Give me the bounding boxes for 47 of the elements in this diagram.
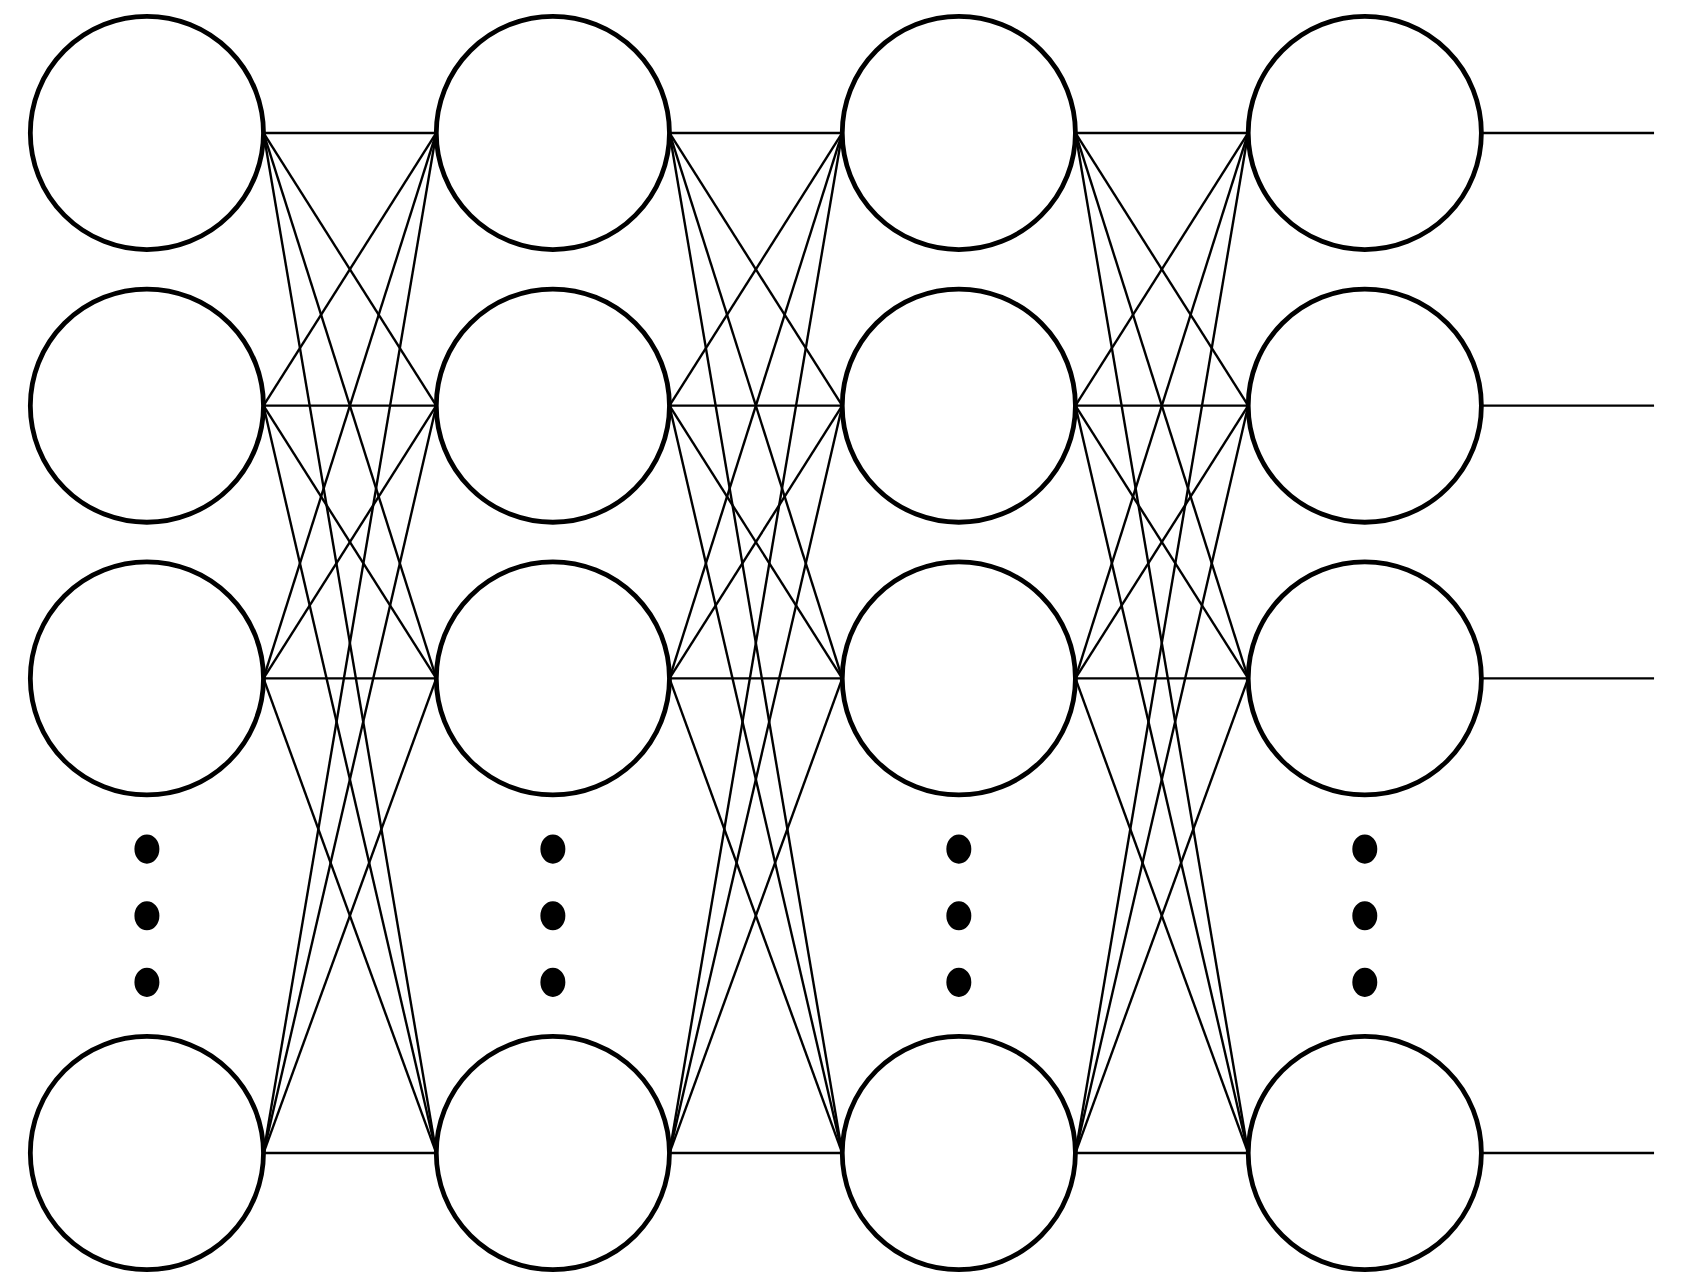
connector (668, 132, 844, 407)
connector (668, 405, 844, 1154)
connector (1075, 677, 1249, 680)
connector (1075, 404, 1249, 407)
node-circle (839, 13, 1078, 252)
connector (1074, 678, 1250, 1154)
node-circle (27, 13, 266, 252)
connector (262, 132, 438, 679)
connector (262, 132, 438, 1154)
connector (1074, 132, 1250, 679)
node-circle (27, 559, 266, 798)
connector (1481, 131, 1655, 135)
node-circle (433, 1034, 672, 1273)
connector (263, 677, 437, 680)
node-circle (1245, 286, 1484, 525)
node-circle (1245, 1034, 1484, 1273)
connector (263, 131, 437, 135)
node-circle (1245, 559, 1484, 798)
node-circle (1245, 13, 1484, 252)
connector (262, 132, 438, 407)
connector (263, 404, 437, 407)
node-circle (839, 1034, 1078, 1273)
connector (262, 405, 438, 1154)
connector (1075, 1151, 1249, 1155)
node-circle (27, 1034, 266, 1273)
node-circle (839, 286, 1078, 525)
node-circle (433, 13, 672, 252)
connector (1074, 405, 1250, 1154)
connector (1075, 131, 1249, 135)
connector (1074, 132, 1250, 1154)
connector (669, 677, 843, 680)
node-circle (839, 559, 1078, 798)
connector (1074, 132, 1250, 407)
connector (668, 132, 844, 679)
connector (262, 678, 438, 1154)
connector (669, 1151, 843, 1155)
connector (668, 678, 844, 1154)
connector (668, 132, 844, 1154)
node-circle (433, 559, 672, 798)
connector (1481, 404, 1655, 407)
connector (263, 1151, 437, 1155)
connector (1481, 1151, 1655, 1155)
connector (669, 404, 843, 407)
node-circle (27, 286, 266, 525)
connector (1481, 677, 1655, 680)
node-circle (433, 286, 672, 525)
connector (669, 131, 843, 135)
